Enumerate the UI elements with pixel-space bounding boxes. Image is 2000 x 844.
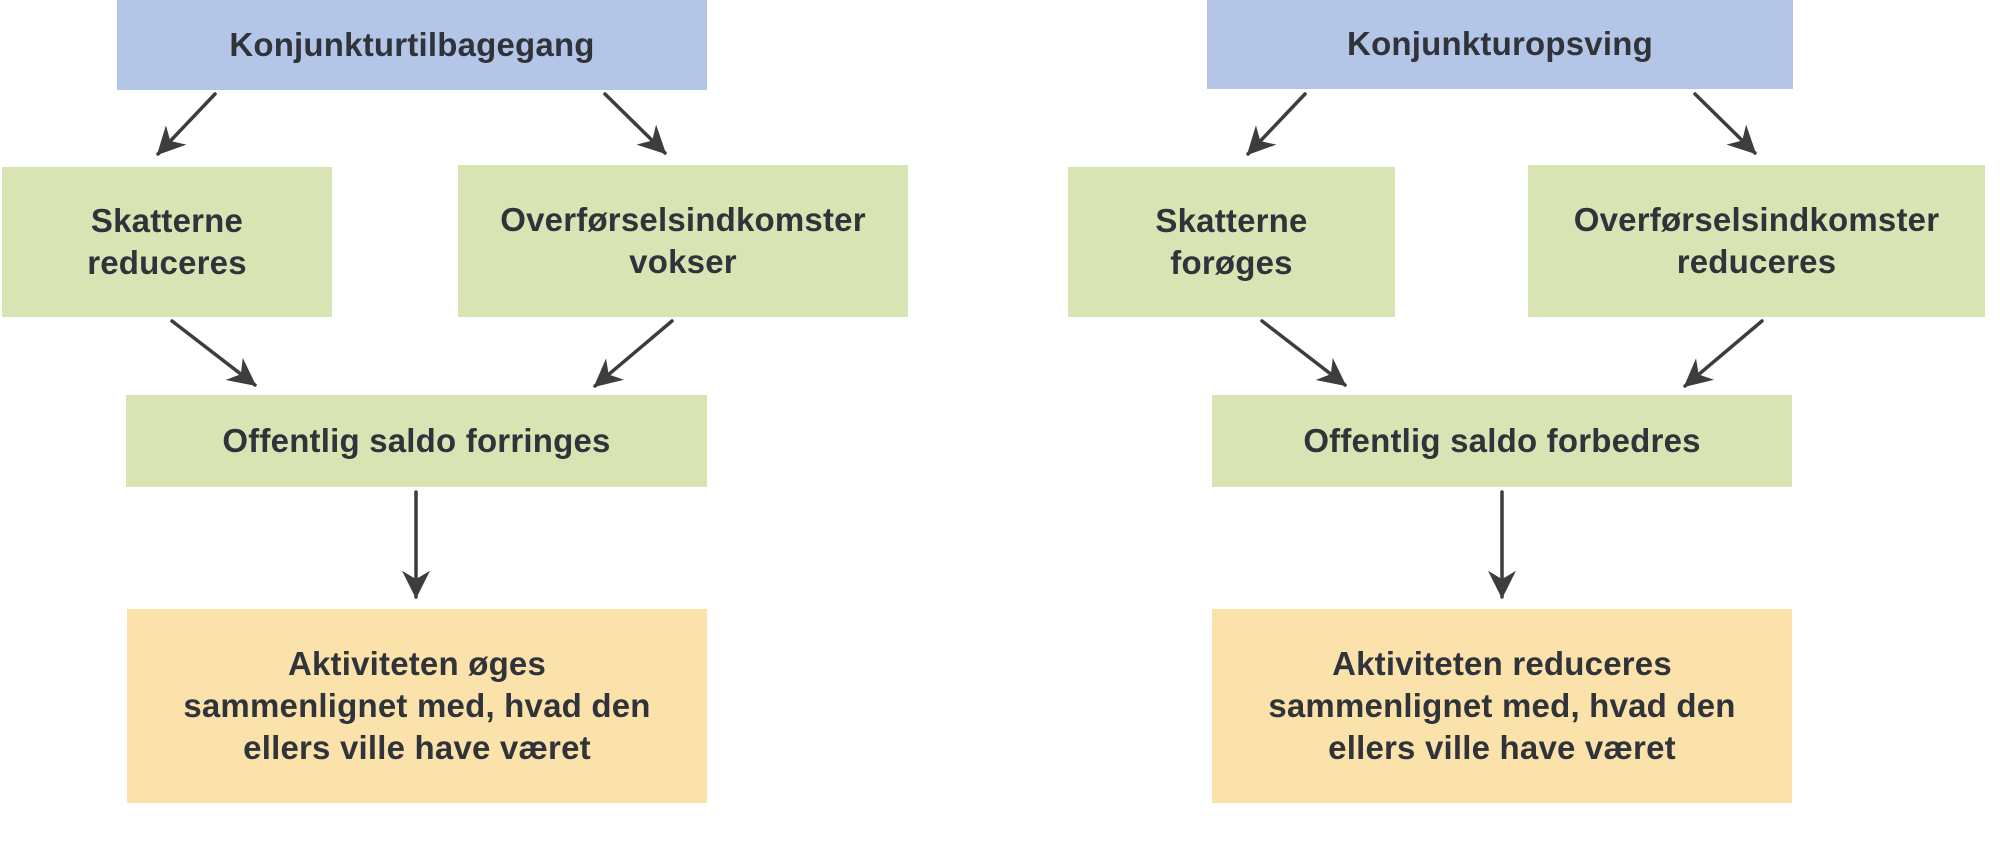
right-balance-label: Offentlig saldo forbedres — [1303, 421, 1701, 459]
arrow-right-trigger-to-transfers — [1693, 92, 1757, 155]
right-taxes-label: Skatterne forøges — [1155, 201, 1308, 281]
left-outcome-box: Aktiviteten øges sammenlignet med, hvad … — [127, 609, 707, 803]
right-outcome-box: Aktiviteten reduceres sammenlignet med, … — [1212, 609, 1792, 803]
left-outcome-label: Aktiviteten øges sammenlignet med, hvad … — [183, 644, 651, 767]
left-transfers-box: Overførselsindkomster vokser — [458, 165, 908, 317]
arrow-left-trigger-to-taxes — [156, 92, 217, 156]
left-taxes-box: Skatterne reduceres — [2, 167, 332, 317]
right-transfers-box: Overførselsindkomster reduceres — [1528, 165, 1985, 317]
right-trigger-label: Konjunkturopsving — [1347, 25, 1653, 63]
right-taxes-box: Skatterne forøges — [1068, 167, 1395, 317]
left-balance-box: Offentlig saldo forringes — [126, 395, 707, 487]
right-transfers-label: Overførselsindkomster reduceres — [1573, 200, 1940, 280]
arrow-right-transfers-to-balance — [1683, 319, 1764, 388]
arrow-left-taxes-to-balance — [170, 319, 257, 387]
left-taxes-label: Skatterne reduceres — [87, 201, 247, 281]
right-outcome-label: Aktiviteten reduceres sammenlignet med, … — [1268, 644, 1736, 767]
left-transfers-label: Overførselsindkomster vokser — [500, 200, 866, 280]
right-balance-box: Offentlig saldo forbedres — [1212, 395, 1792, 487]
left-trigger-box: Konjunkturtilbagegang — [117, 0, 707, 90]
arrow-right-taxes-to-balance — [1260, 319, 1347, 387]
right-trigger-box: Konjunkturopsving — [1207, 0, 1793, 89]
arrow-left-transfers-to-balance — [593, 319, 674, 388]
left-balance-label: Offentlig saldo forringes — [222, 421, 611, 459]
left-trigger-label: Konjunkturtilbagegang — [229, 25, 595, 63]
arrow-left-trigger-to-transfers — [603, 92, 667, 155]
arrow-right-trigger-to-taxes — [1246, 92, 1307, 156]
